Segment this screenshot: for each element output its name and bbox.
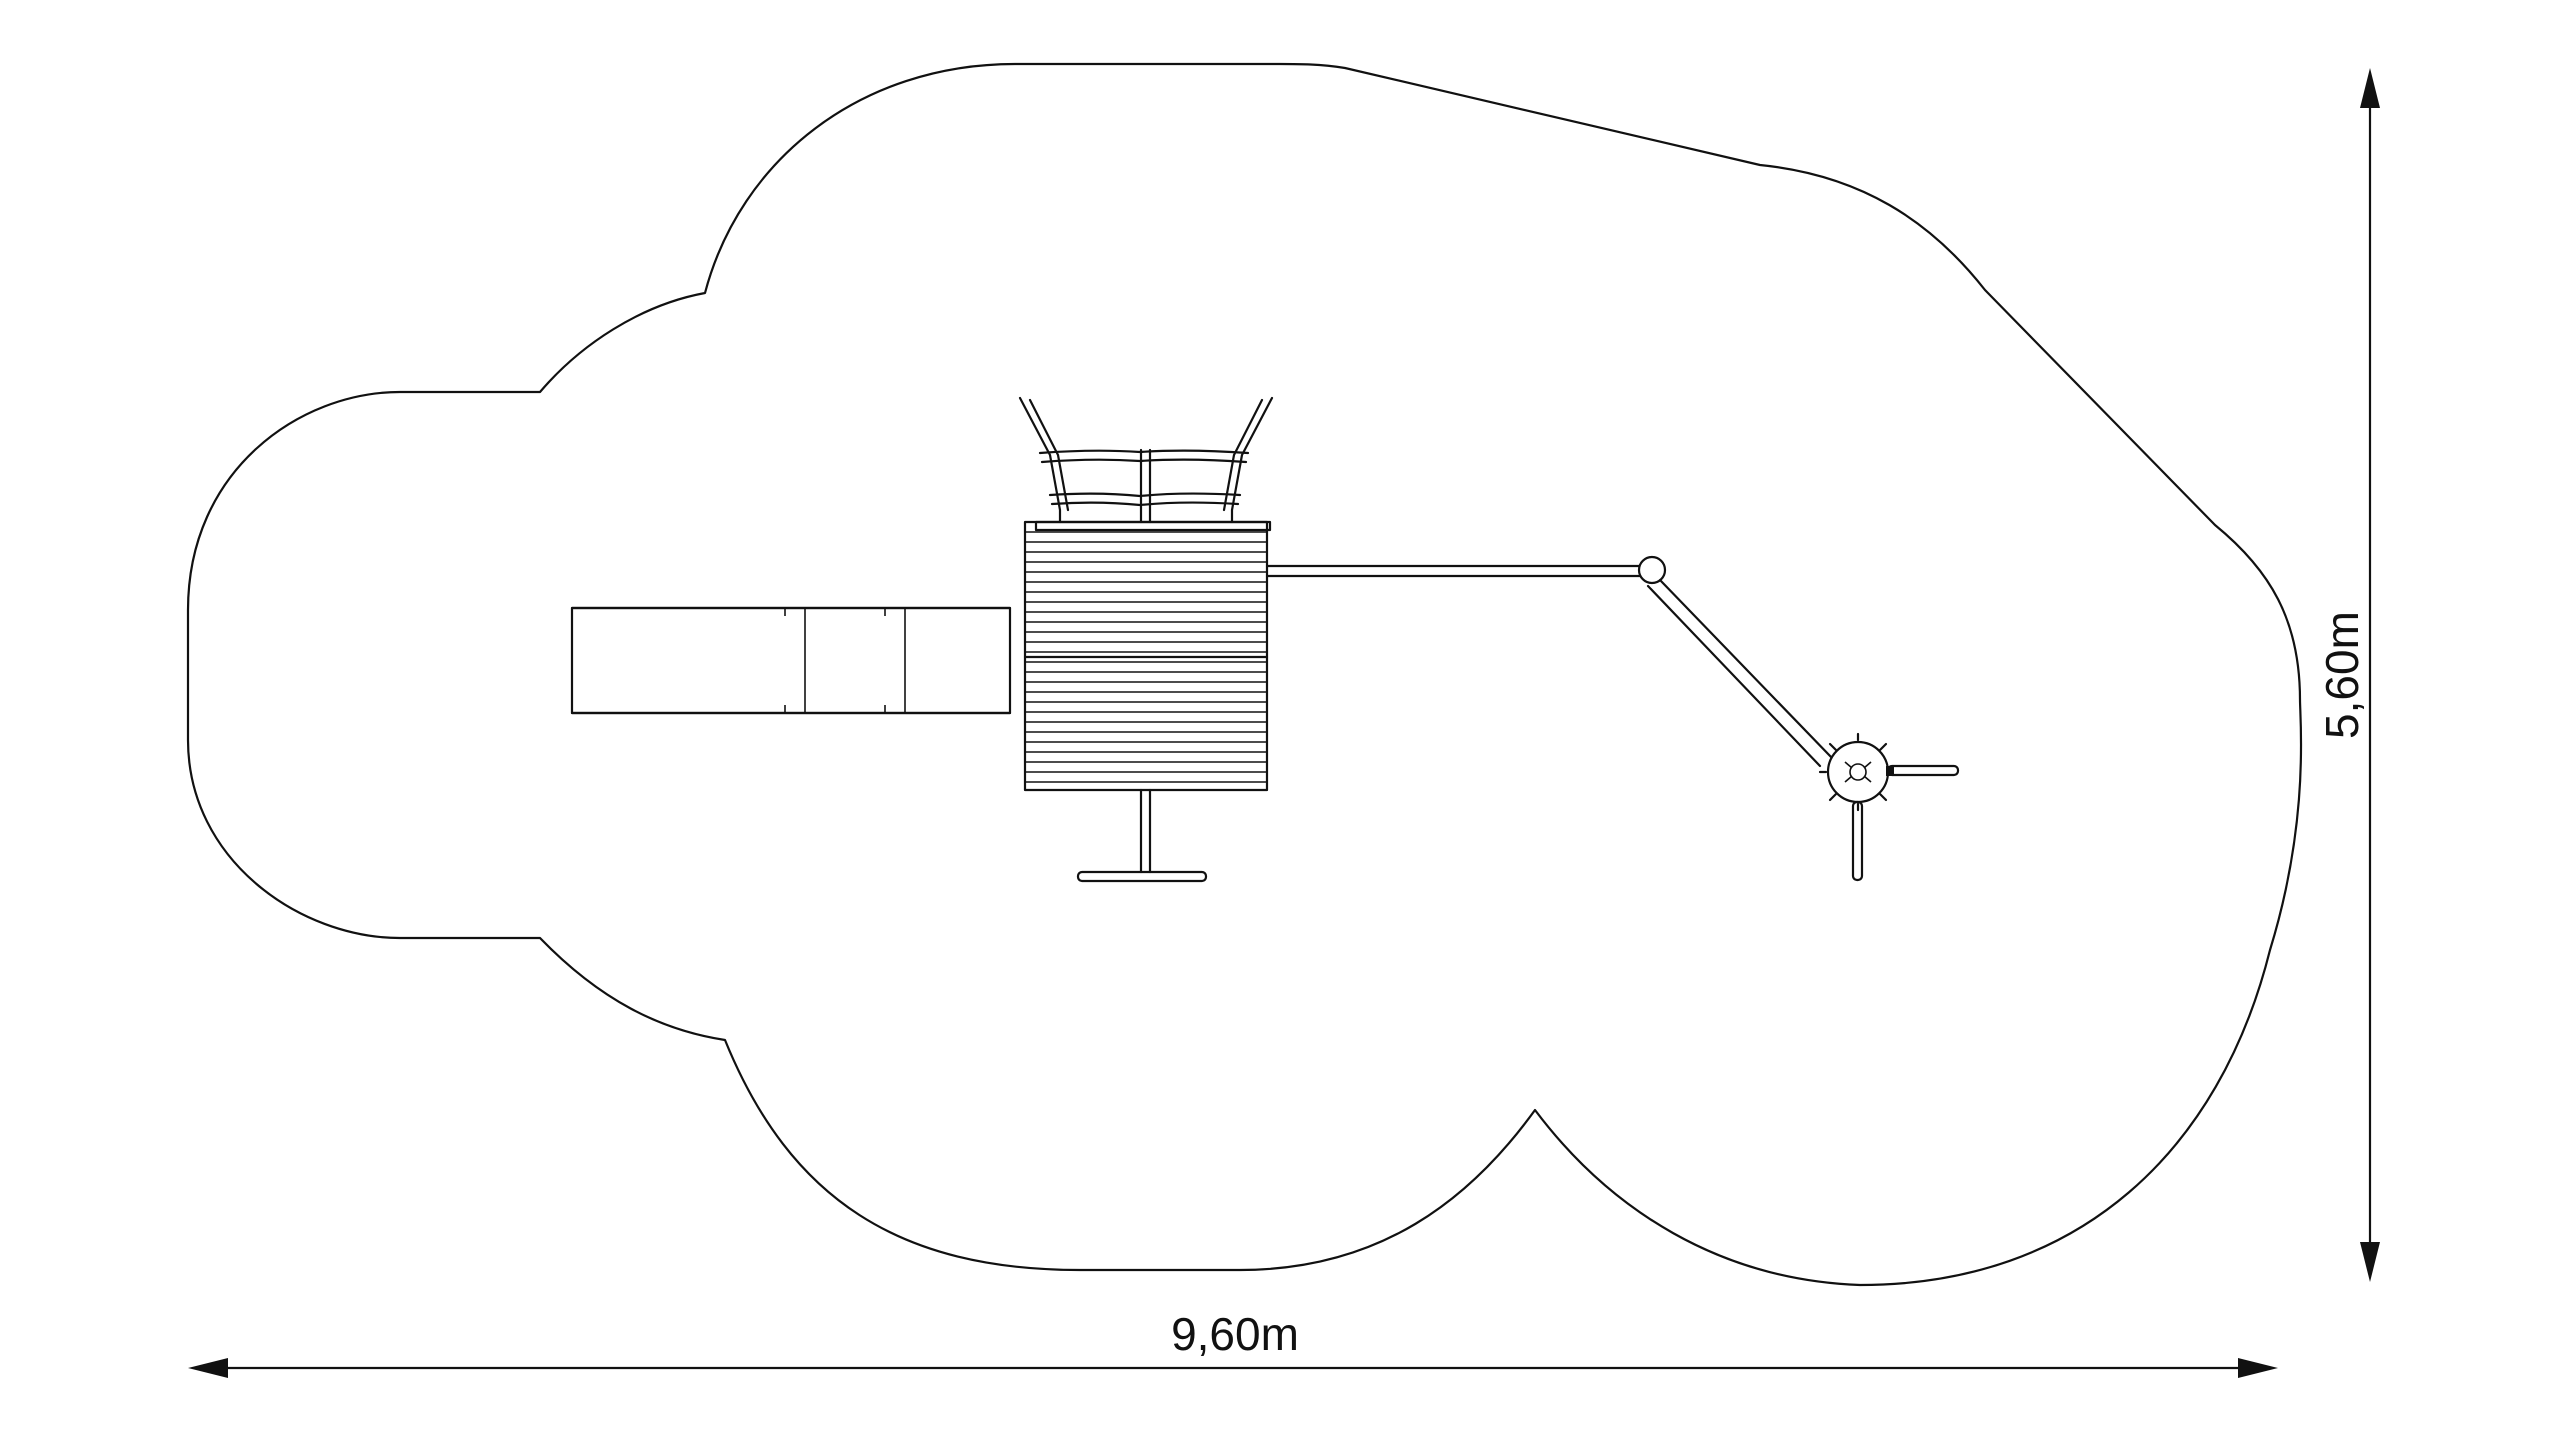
height-label: 5,60m [2316, 611, 2368, 739]
safety-zone-outline [186, 62, 2303, 1287]
height-dimension: 5,60m [2316, 68, 2380, 1282]
slide [570, 606, 1012, 715]
top-railing [1018, 396, 1274, 532]
spinner-element [1818, 732, 1960, 882]
support-post [1076, 788, 1208, 883]
width-label: 9,60m [1171, 1308, 1299, 1360]
width-dimension: 9,60m [188, 1308, 2278, 1378]
platform-deck [1023, 520, 1269, 792]
connecting-beam [1265, 555, 1834, 768]
